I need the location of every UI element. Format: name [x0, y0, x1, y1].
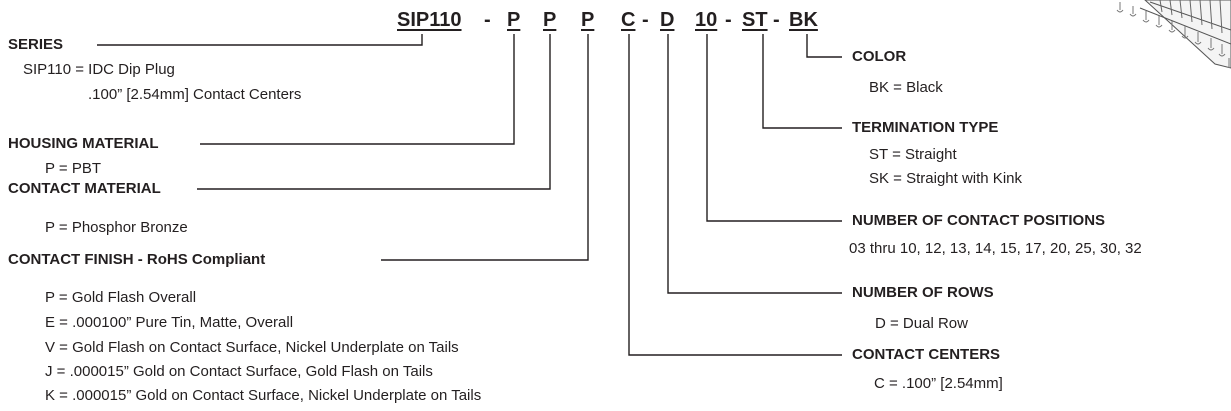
pn-contact-material: P — [543, 9, 557, 31]
contact-material-line-1: P = Phosphor Bronze — [45, 219, 188, 236]
contact-finish-line-5: K = .000015” Gold on Contact Surface, Ni… — [45, 387, 482, 404]
contact-finish-line-2: E = .000100” Pure Tin, Matte, Overall — [45, 314, 294, 331]
pn-contact-centers: C — [621, 9, 636, 31]
leader-contact-centers — [628, 34, 842, 356]
termination-line-1: ST = Straight — [869, 146, 957, 163]
pn-dash-4: - — [773, 9, 780, 31]
leader-series — [97, 34, 423, 46]
leader-positions — [706, 34, 842, 222]
series-line-1: SIP110 = IDC Dip Plug — [23, 61, 175, 78]
contact-finish-line-4: J = .000015” Gold on Contact Surface, Go… — [45, 363, 433, 380]
color-heading: COLOR — [852, 48, 907, 65]
series-heading: SERIES — [8, 36, 64, 53]
leader-termination — [762, 34, 842, 129]
contact-centers-heading: CONTACT CENTERS — [852, 346, 1001, 363]
pn-positions: 10 — [695, 9, 718, 31]
pn-dash-3: - — [725, 9, 732, 31]
rows-heading: NUMBER OF ROWS — [852, 284, 994, 301]
pn-dash-1: - — [484, 9, 491, 31]
pn-dash-2: - — [642, 9, 649, 31]
leader-contact-material — [197, 34, 551, 190]
rows-line-1: D = Dual Row — [875, 315, 968, 332]
positions-heading: NUMBER OF CONTACT POSITIONS — [852, 212, 1106, 229]
pn-rows: D — [660, 9, 675, 31]
leader-color — [806, 34, 842, 58]
positions-line-1: 03 thru 10, 12, 13, 14, 15, 17, 20, 25, … — [849, 240, 1142, 257]
pn-housing: P — [507, 9, 521, 31]
contact-material-heading: CONTACT MATERIAL — [8, 180, 161, 197]
termination-line-2: SK = Straight with Kink — [869, 170, 1022, 187]
pn-color: BK — [789, 9, 818, 31]
series-line-2: .100” [2.54mm] Contact Centers — [88, 86, 302, 103]
contact-finish-line-3: V = Gold Flash on Contact Surface, Nicke… — [45, 339, 459, 356]
leader-contact-finish — [381, 34, 589, 261]
pn-termination: ST — [742, 9, 768, 31]
contact-finish-heading: CONTACT FINISH - RoHS Compliant — [8, 251, 266, 268]
pn-series: SIP110 — [397, 9, 462, 31]
housing-line-1: P = PBT — [45, 160, 102, 177]
termination-heading: TERMINATION TYPE — [852, 119, 999, 136]
housing-heading: HOUSING MATERIAL — [8, 135, 159, 152]
leader-rows — [667, 34, 842, 294]
connector-image — [1116, 0, 1231, 69]
contact-centers-line-1: C = .100” [2.54mm] — [874, 375, 1003, 392]
color-line-1: BK = Black — [869, 79, 943, 96]
leader-housing — [200, 34, 515, 145]
contact-finish-line-1: P = Gold Flash Overall — [45, 289, 197, 306]
pn-contact-finish: P — [581, 9, 595, 31]
